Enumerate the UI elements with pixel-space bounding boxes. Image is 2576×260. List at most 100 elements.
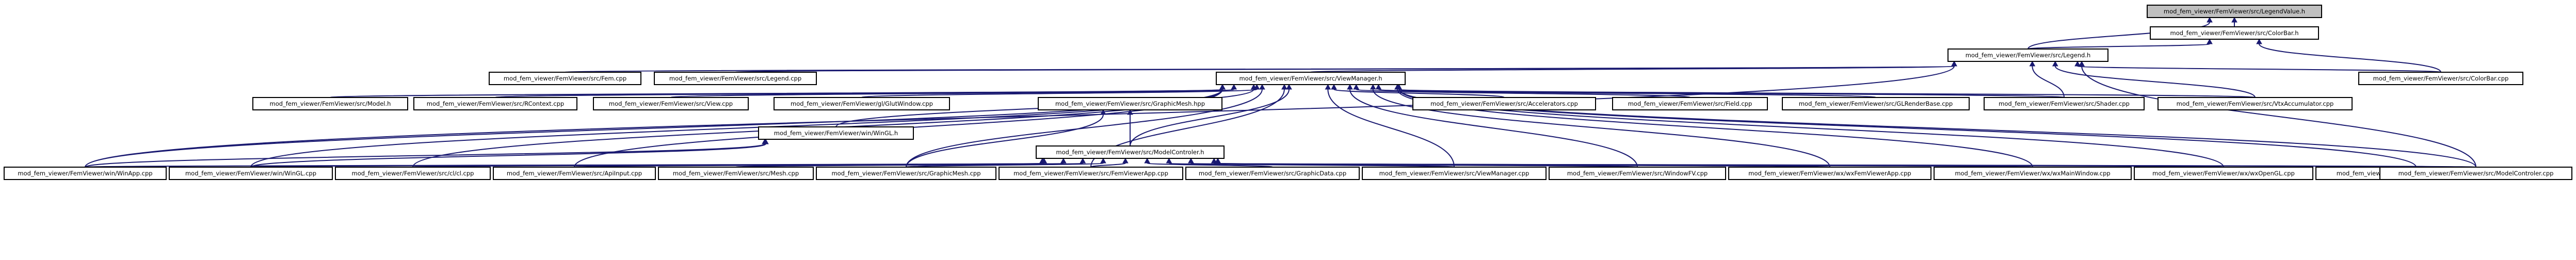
node-rcontext-cpp[interactable]: mod_fem_viewer/FemViewer/src/RContext.cp… [413, 97, 577, 110]
node-box [1038, 97, 1222, 110]
node-label: mod_fem_viewer/FemViewer/src/ColorBar.h [2170, 29, 2299, 37]
node-legend-cpp[interactable]: mod_fem_viewer/FemViewer/src/Legend.cpp [654, 72, 817, 85]
node-graphicmesh-cpp[interactable]: mod_fem_viewer/FemViewer/src/GraphicMesh… [816, 167, 996, 180]
edge-layer [85, 17, 2476, 168]
node-wxfemviewerapp-cpp[interactable]: mod_fem_viewer/FemViewer/wx/wxFemViewerA… [1728, 167, 1931, 180]
node-viewmanager-cpp[interactable]: mod_fem_viewer/FemViewer/src/ViewManager… [1362, 167, 1547, 180]
arrowhead [1353, 84, 1360, 90]
node-modelcontroler-h[interactable]: mod_fem_viewer/FemViewer/src/ModelContro… [1036, 145, 1225, 159]
node-box [1216, 72, 1406, 85]
edge-windowfv-cpp-to-viewmanager-h [1347, 84, 1638, 168]
edge-femviewerapp-cpp-to-modelcontroler-h [1090, 157, 1129, 168]
node-box [1947, 48, 2108, 62]
node-label: mod_fem_viewer/FemViewer/src/Accelerator… [1430, 100, 1578, 107]
arrowhead [1122, 157, 1129, 164]
arrowhead [1286, 84, 1292, 90]
node-glutwindow-cpp[interactable]: mod_fem_viewer/FemViewer/gl/GlutWindow.c… [774, 97, 950, 110]
node-viewmanager-h[interactable]: mod_fem_viewer/FemViewer/src/ViewManager… [1216, 72, 1406, 85]
node-box [2147, 5, 2322, 18]
arrowhead [1231, 84, 1237, 90]
node-legend-h[interactable]: mod_fem_viewer/FemViewer/src/Legend.h [1947, 48, 2108, 62]
node-label: mod_fem_viewer/FemViewer/src/ViewManager… [1239, 75, 1382, 82]
node-label: mod_fem_viewer/FemViewer/src/FemViewerAp… [1013, 170, 1168, 177]
node-graphicmesh-hpp[interactable]: mod_fem_viewer/FemViewer/src/GraphicMesh… [1038, 97, 1222, 110]
node-label: mod_fem_viewer/FemViewer/gl/GlutWindow.c… [791, 100, 933, 107]
node-label: mod_fem_viewer/FemViewer/src/GraphicData… [1199, 170, 1346, 177]
node-cl-cpp[interactable]: mod_fem_viewer/FemViewer/src/cl/cl.cpp [335, 167, 491, 180]
edge-view-cpp-to-viewmanager-h [670, 84, 1237, 98]
edge-colorbar-h-to-legendvalue [2231, 17, 2237, 27]
node-label: mod_fem_viewer/FemViewer/src/View.cpp [609, 100, 733, 107]
node-box [999, 167, 1183, 180]
arrowhead [1281, 84, 1287, 90]
node-wxmainwindow-cpp[interactable]: mod_fem_viewer/FemViewer/wx/wxMainWindow… [1934, 167, 2132, 180]
arrowhead [1060, 157, 1067, 164]
node-box [1036, 145, 1225, 159]
arrowhead [1375, 84, 1382, 90]
node-box [1728, 167, 1931, 180]
node-windowfv-cpp[interactable]: mod_fem_viewer/FemViewer/src/WindowFV.cp… [1549, 167, 1726, 180]
edge-viewmanager-cpp-to-modelcontroler-h [1166, 157, 1455, 168]
node-vtxaccumulator-cpp[interactable]: mod_fem_viewer/FemViewer/src/VtxAccumula… [2158, 97, 2353, 110]
node-label: mod_fem_viewer/FemViewer/src/WindowFV.cp… [1567, 170, 1708, 177]
node-box [4, 167, 167, 180]
node-label: mod_fem_viewer/FemViewer/src/RContext.cp… [427, 100, 564, 107]
arrowhead [2256, 38, 2262, 44]
node-view-cpp[interactable]: mod_fem_viewer/FemViewer/src/View.cpp [593, 97, 749, 110]
edge-legend-cpp-to-legend-h [735, 60, 1957, 73]
node-field-cpp[interactable]: mod_fem_viewer/FemViewer/src/Field.cpp [1612, 97, 1768, 110]
arrowhead [1041, 157, 1048, 164]
arrowhead [1100, 157, 1106, 164]
node-wingl-h[interactable]: mod_fem_viewer/FemViewer/win/WinGL.h [758, 126, 914, 140]
node-apiinput-cpp[interactable]: mod_fem_viewer/FemViewer/src/ApiInput.cp… [493, 167, 656, 180]
node-accelerators-cpp[interactable]: mod_fem_viewer/FemViewer/src/Accelerator… [1412, 97, 1596, 110]
edge-viewmanager-cpp-to-viewmanager-h [1325, 84, 1455, 168]
node-label: mod_fem_viewer/FemViewer/src/ApiInput.cp… [507, 170, 642, 177]
arrowhead [1219, 84, 1226, 90]
node-label: mod_fem_viewer/FemViewer/win/WinApp.cpp [18, 170, 152, 177]
node-box [2150, 26, 2319, 40]
node-box [593, 97, 749, 110]
edge-graphicmesh-cpp-to-viewmanager-h [906, 84, 1265, 168]
node-wxopengl-cpp[interactable]: mod_fem_viewer/FemViewer/wx/wxOpenGL.cpp [2134, 167, 2313, 180]
edge-legend-h-to-colorbar-h [2027, 38, 2213, 50]
arrowhead [1347, 84, 1353, 90]
node-box [1612, 97, 1768, 110]
node-label: mod_fem_viewer/FemViewer/src/GLRenderBas… [1799, 100, 1953, 107]
edge-colorbar-cpp-to-colorbar-h [2256, 38, 2441, 73]
node-glrenderbase-cpp[interactable]: mod_fem_viewer/FemViewer/src/GLRenderBas… [1782, 97, 1970, 110]
node-fem-cpp[interactable]: mod_fem_viewer/FemViewer/src/Fem.cpp [489, 72, 641, 85]
node-label: mod_fem_viewer/FemViewer/win/WinGL.h [774, 129, 898, 137]
node-winapp-cpp[interactable]: mod_fem_viewer/FemViewer/win/WinApp.cpp [4, 167, 167, 180]
node-modelcontroler-cpp[interactable]: mod_fem_viewer/FemViewer/src/ModelContro… [2379, 167, 2572, 180]
node-label: mod_fem_viewer/FemViewer/src/ModelContro… [2398, 170, 2554, 177]
node-shader-cpp[interactable]: mod_fem_viewer/FemViewer/src/Shader.cpp [1984, 97, 2145, 110]
arrowhead [2052, 60, 2058, 67]
node-femviewerapp-cpp[interactable]: mod_fem_viewer/FemViewer/src/FemViewerAp… [999, 167, 1183, 180]
node-box [1412, 97, 1596, 110]
node-label: mod_fem_viewer/FemViewer/src/GraphicMesh… [831, 170, 980, 177]
node-mesh-cpp[interactable]: mod_fem_viewer/FemViewer/src/Mesh.cpp [658, 167, 814, 180]
node-box [252, 97, 408, 110]
node-box [758, 126, 914, 140]
node-box [2379, 167, 2572, 180]
edge-modelcontroler-h-to-viewmanager-h [1130, 84, 1292, 147]
node-label: mod_fem_viewer/FemViewer/src/Model.h [270, 100, 391, 107]
arrowhead [2207, 38, 2213, 44]
edge-model-h-to-viewmanager-h [330, 84, 1226, 98]
arrowhead [1188, 157, 1194, 164]
node-model-h[interactable]: mod_fem_viewer/FemViewer/src/Model.h [252, 97, 408, 110]
edge-graphicmesh-cpp-to-graphicmesh-hpp [906, 109, 1106, 168]
node-colorbar-h[interactable]: mod_fem_viewer/FemViewer/src/ColorBar.h [2150, 26, 2319, 40]
node-wingl-cpp[interactable]: mod_fem_viewer/FemViewer/win/WinGL.cpp [169, 167, 333, 180]
edge-winapp-cpp-to-legend-h [85, 60, 1957, 168]
node-colorbar-cpp[interactable]: mod_fem_viewer/FemViewer/src/ColorBar.cp… [2358, 72, 2523, 85]
node-graphicdata-cpp[interactable]: mod_fem_viewer/FemViewer/src/GraphicData… [1185, 167, 1360, 180]
node-legendvalue: mod_fem_viewer/FemViewer/src/LegendValue… [2147, 5, 2322, 18]
node-label: mod_fem_viewer/FemViewer/wx/wxMainWindow… [1955, 170, 2110, 177]
node-label: mod_fem_viewer/FemViewer/src/Fem.cpp [504, 75, 626, 82]
arrowhead [2029, 60, 2036, 67]
edge-wxfemviewerapp-cpp-to-viewmanager-h [1370, 84, 1830, 168]
node-label: mod_fem_viewer/FemViewer/wx/wxOpenGL.cpp [2152, 170, 2295, 177]
node-label: mod_fem_viewer/FemViewer/win/WinGL.cpp [185, 170, 316, 177]
